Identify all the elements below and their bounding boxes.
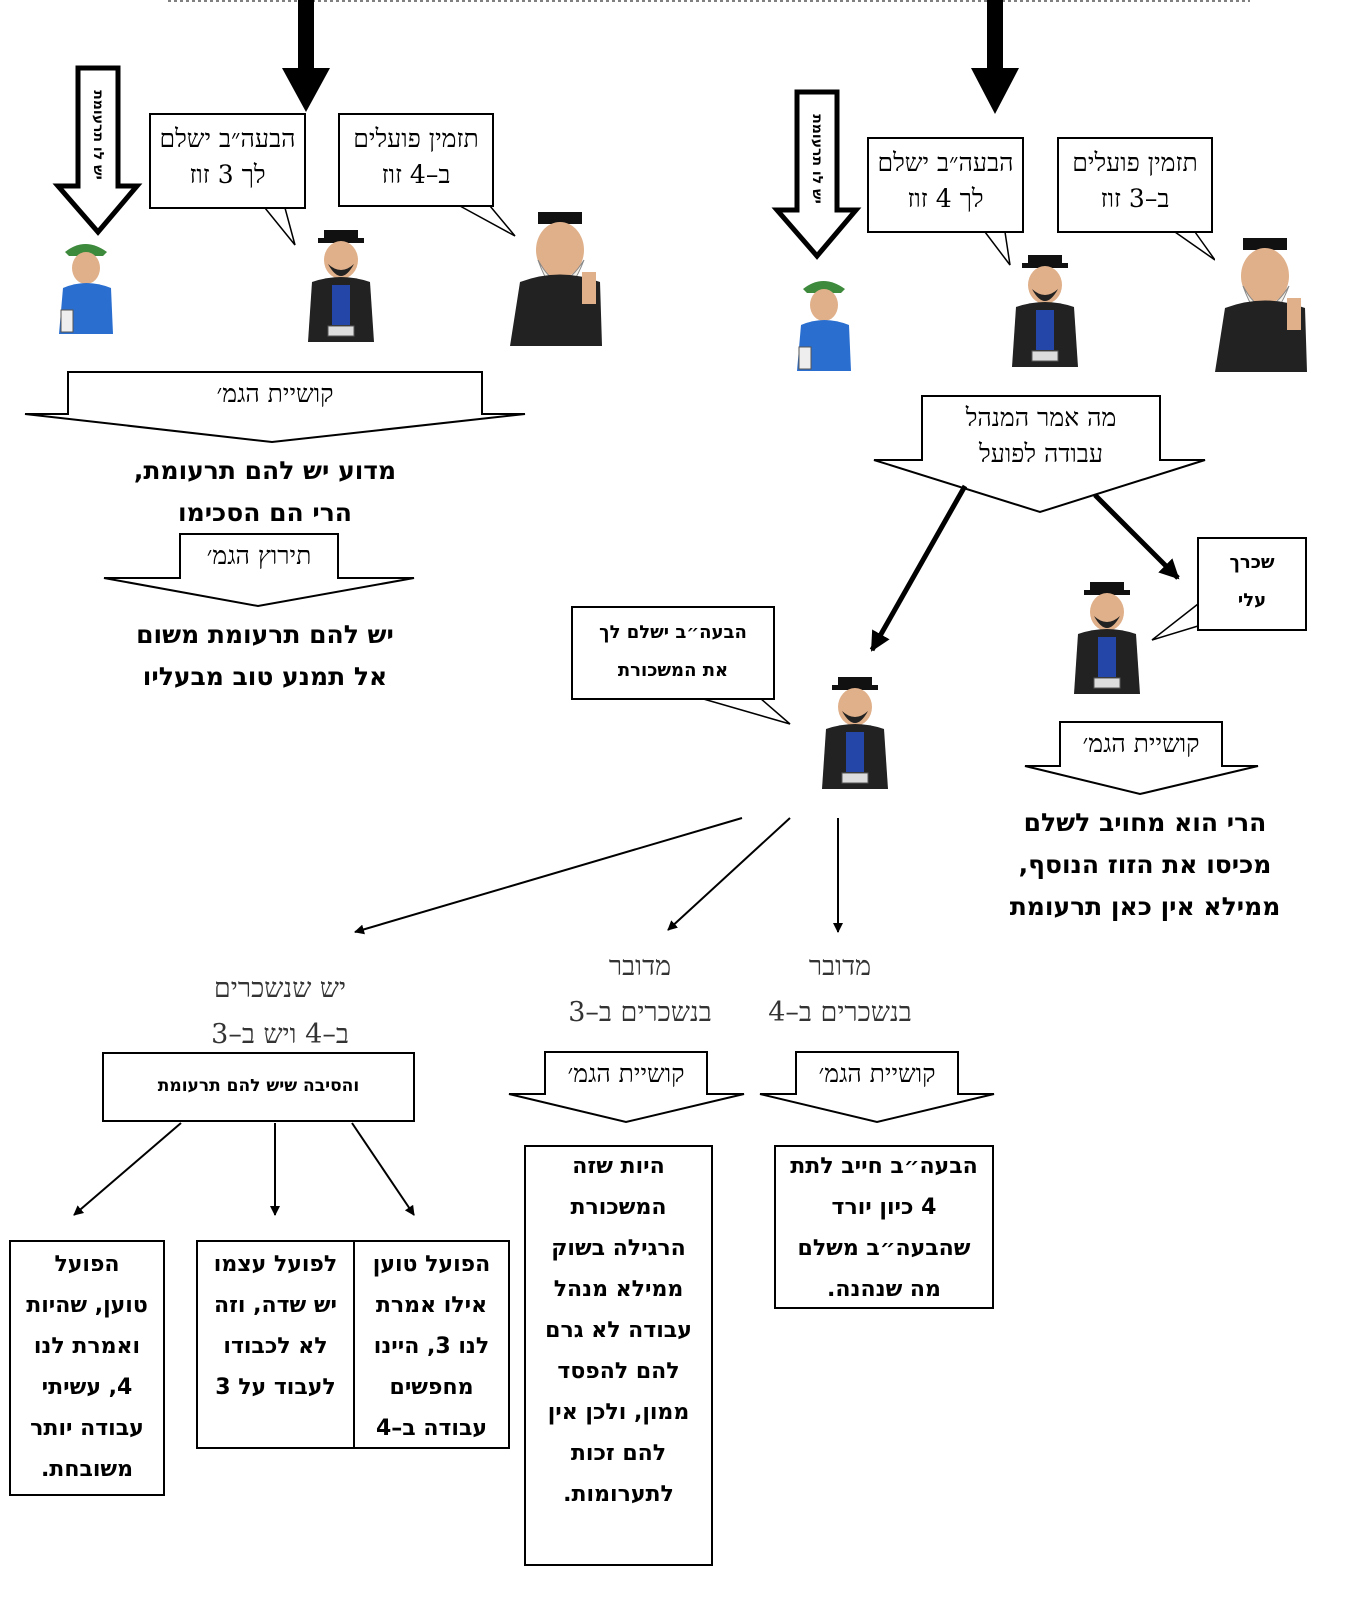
left-owner-bubble-tail (264, 207, 296, 246)
reply-bubble-tail (1151, 603, 1199, 641)
left-owner-bubble (149, 113, 306, 209)
case3-title: מדובר בנשכרים ב–3 (568, 951, 712, 1028)
reason-text-3: הפועל טוען, שהיות ואמרת לנו 4, עשיתי עבו… (26, 1252, 148, 1482)
left-employer-bubble (338, 113, 494, 207)
left-owner-figure (308, 230, 374, 342)
owner-to-both-arrow (354, 817, 743, 935)
reply-bubble (1197, 537, 1307, 631)
left-answer-label: תירוץ הגמ׳ (206, 541, 312, 570)
case4-question-label: קושיית הגמ׳ (818, 1059, 936, 1088)
case4-answer-text: הבעה״ב חייב לתת 4 כיון יורד שהבעה״ב משלם… (790, 1154, 978, 1302)
left-worker-figure (59, 244, 113, 334)
owner-pays-bubble-text: הבעה״ב ישלם לך את המשכורת (599, 622, 747, 681)
manager-to-reply-arrow (1093, 493, 1180, 580)
owner-pays-bubble-tail (699, 697, 791, 725)
left-answer-banner (103, 533, 415, 608)
reason-box-1 (353, 1240, 510, 1449)
top-right-thick-arrow (971, 0, 1019, 114)
right-owner-figure (1012, 255, 1078, 367)
case3-question-banner (508, 1051, 745, 1124)
case-both-title: יש שנשכרים ב–4 ויש ב–3 (211, 973, 349, 1050)
case3-answer-text: היות שזה המשכורת הרגילה בשוק ממילא מנהל … (545, 1154, 692, 1507)
reason-label-box (102, 1052, 415, 1122)
right-hollow-arrow (771, 89, 862, 260)
left-owner-bubble-text: הבעה״ב ישלם לך 3 זוז (159, 124, 296, 189)
left-answer-text: יש להם תרעומת משום אל תמנע טוב מבעליו (136, 620, 394, 691)
right-owner-bubble-text: הבעה״ב ישלם לך 4 זוז (877, 148, 1014, 213)
central-owner-figure (822, 677, 888, 789)
right-employer-bubble-text: תזמין פועלים ב–3 זוז (1072, 148, 1198, 213)
right-question-label: קושיית הגמ׳ (1082, 729, 1200, 758)
case4-answer-box (774, 1145, 994, 1309)
right-employer-figure (1215, 238, 1307, 372)
left-employer-bubble-tail (459, 205, 516, 237)
right-question-text: הרי הוא מחויב לשלם מכיסו את הזוז הנוסף, … (1009, 808, 1281, 921)
manager-banner (873, 395, 1206, 514)
reply-bubble-text: שכרך עלי (1229, 552, 1275, 611)
right-owner-bubble (867, 137, 1024, 233)
reason-text-1: הפועל טוען אילו אמרת לנו 3, היינו מחפשים… (372, 1252, 491, 1441)
left-question-banner (24, 371, 526, 444)
left-hollow-arrow (52, 65, 143, 236)
left-employer-bubble-text: תזמין פועלים ב–4 זוז (353, 124, 479, 189)
owner-pays-bubble (571, 606, 775, 700)
top-left-thick-arrow (282, 0, 330, 112)
right-employer-bubble-tail (1174, 231, 1216, 261)
right-worker-claim: יש לו תרעומת (809, 114, 825, 204)
right-worker-figure (797, 281, 851, 371)
reason-to-r1-arrow (351, 1122, 415, 1216)
case3-answer-box (524, 1145, 713, 1566)
reason-box-3 (9, 1240, 165, 1496)
owner-to-case3-arrow (667, 817, 791, 931)
right-question-banner (1024, 721, 1259, 796)
manager-box-text: מה אמר המנהל עבודה לפועל (965, 403, 1117, 468)
reason-to-r3-arrow (73, 1122, 182, 1216)
reply-owner-figure (1074, 582, 1140, 694)
left-employer-figure (510, 212, 602, 346)
reason-box-2 (196, 1240, 355, 1449)
case4-question-banner (759, 1051, 995, 1124)
case4-title: מדובר בנשכרים ב–4 (768, 951, 912, 1028)
left-question-label: קושיית הגמ׳ (216, 379, 334, 408)
right-owner-bubble-tail (984, 231, 1011, 266)
left-question-text: מדוע יש להם תרעומת, הרי הם הסכימו (133, 456, 397, 527)
case3-question-label: קושיית הגמ׳ (567, 1059, 685, 1088)
manager-to-owner-arrow (869, 484, 968, 652)
left-worker-claim: יש לו תרעומת (90, 90, 106, 180)
reason-label-text: והסיבה שיש להם תרעומת (157, 1076, 360, 1096)
reason-text-2: לפועל עצמו יש שדה, וזה לא לכבודו לעבוד ע… (213, 1252, 338, 1400)
right-employer-bubble (1057, 137, 1213, 233)
